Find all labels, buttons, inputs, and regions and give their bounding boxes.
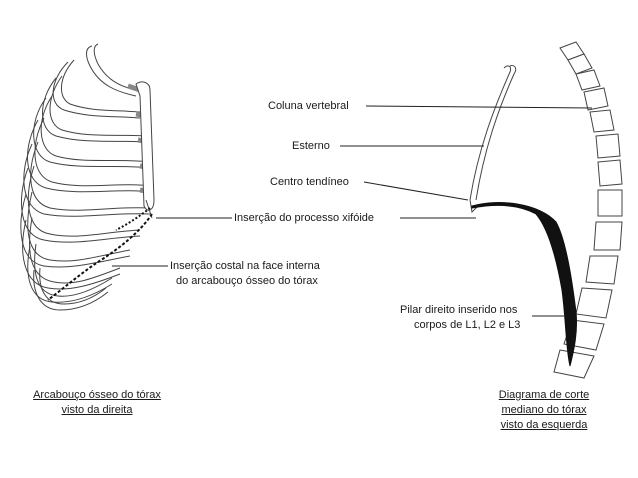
label-centro-tendineo: Centro tendíneo <box>270 176 349 188</box>
caption-left-line1: Arcabouço ósseo do tórax <box>33 389 161 401</box>
caption-right-line2: mediano do tórax <box>501 404 587 416</box>
caption-left-line2: visto da direita <box>61 404 133 416</box>
label-insercao-costal-1: Inserção costal na face interna <box>170 260 320 272</box>
label-pilar-1: Pilar direito inserido nos <box>400 304 518 316</box>
caption-right-line1: Diagrama de corte <box>498 389 590 401</box>
rib-cage-drawing <box>20 43 155 311</box>
label-insercao-xifoide: Inserção do processo xifóide <box>234 212 375 224</box>
leader-lines <box>112 105 593 317</box>
label-insercao-costal-2: do arcabouço ósseo do tórax <box>176 275 318 287</box>
median-section-drawing <box>469 41 623 379</box>
caption-right-line3: visto da esquerda <box>500 419 588 431</box>
label-coluna-vertebral: Coluna vertebral <box>268 100 349 112</box>
label-esterno: Esterno <box>292 140 330 152</box>
label-pilar-2: corpos de L1, L2 e L3 <box>414 319 521 331</box>
